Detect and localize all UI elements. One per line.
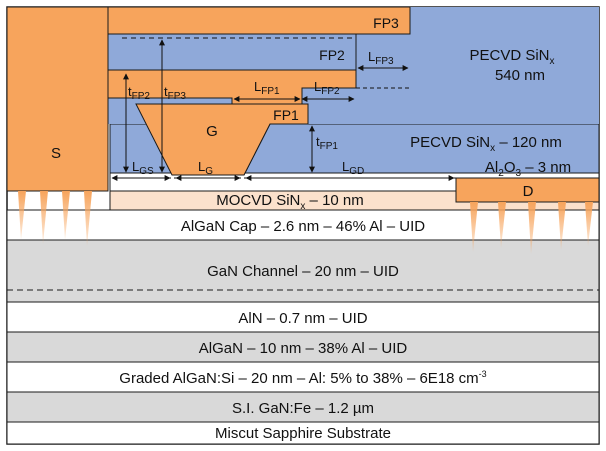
layer-sapphire <box>6 421 600 445</box>
layer-graded-algan <box>6 361 600 393</box>
gate-label: G <box>206 123 218 140</box>
layer-aln <box>6 301 600 333</box>
t-fp1-label: tFP1 <box>316 134 338 152</box>
layer-gan-channel <box>6 239 600 303</box>
l-fp2-label: LFP2 <box>314 79 340 97</box>
layer-label-algan: AlGaN – 10 nm – 38% Al – UID <box>199 340 408 357</box>
drain-contact <box>455 177 600 203</box>
source-ohmic-spikes <box>18 191 92 246</box>
l-gs-label: LGS <box>132 159 154 177</box>
fp1-label: FP1 <box>273 107 299 123</box>
layer-label-graded-algan: Graded AlGaN:Si – 20 nm – Al: 5% to 38% … <box>119 369 486 387</box>
pecvd-540-name: PECVD SiNx <box>469 47 554 67</box>
pecvd-540-thickness: 540 nm <box>495 67 545 84</box>
fp3-label: FP3 <box>373 15 399 31</box>
t-fp3-label: tFP3 <box>164 84 186 102</box>
l-g-label: LG <box>198 159 213 177</box>
layer-label-algan-cap: AlGaN Cap – 2.6 nm – 46% Al – UID <box>181 218 425 235</box>
layer-si-gan-fe <box>6 391 600 423</box>
layer-label-gan-channel: GaN Channel – 20 nm – UID <box>207 263 399 280</box>
l-gd-label: LGD <box>342 159 364 177</box>
al2o3-label: Al2O3 – 3 nm <box>485 159 571 179</box>
source-contact <box>6 6 109 192</box>
pecvd-120-label: PECVD SiNx – 120 nm <box>410 134 562 154</box>
layer-label-aln: AlN – 0.7 nm – UID <box>238 310 367 327</box>
layer-algan <box>6 331 600 363</box>
l-fp1-label: LFP1 <box>254 79 280 97</box>
layer-label-si-gan-fe: S.I. GaN:Fe – 1.2 µm <box>232 400 374 417</box>
fp2-label: FP2 <box>319 47 345 63</box>
mocvd-label: MOCVD SiNx – 10 nm <box>216 192 364 212</box>
gate-electrode <box>135 103 309 176</box>
drain-label: D <box>523 183 534 200</box>
layer-label-sapphire: Miscut Sapphire Substrate <box>215 425 391 442</box>
source-label: S <box>51 145 61 162</box>
l-fp3-label: LFP3 <box>368 49 394 67</box>
drain-ohmic-spikes <box>470 202 593 254</box>
t-fp2-label: tFP2 <box>128 84 150 102</box>
